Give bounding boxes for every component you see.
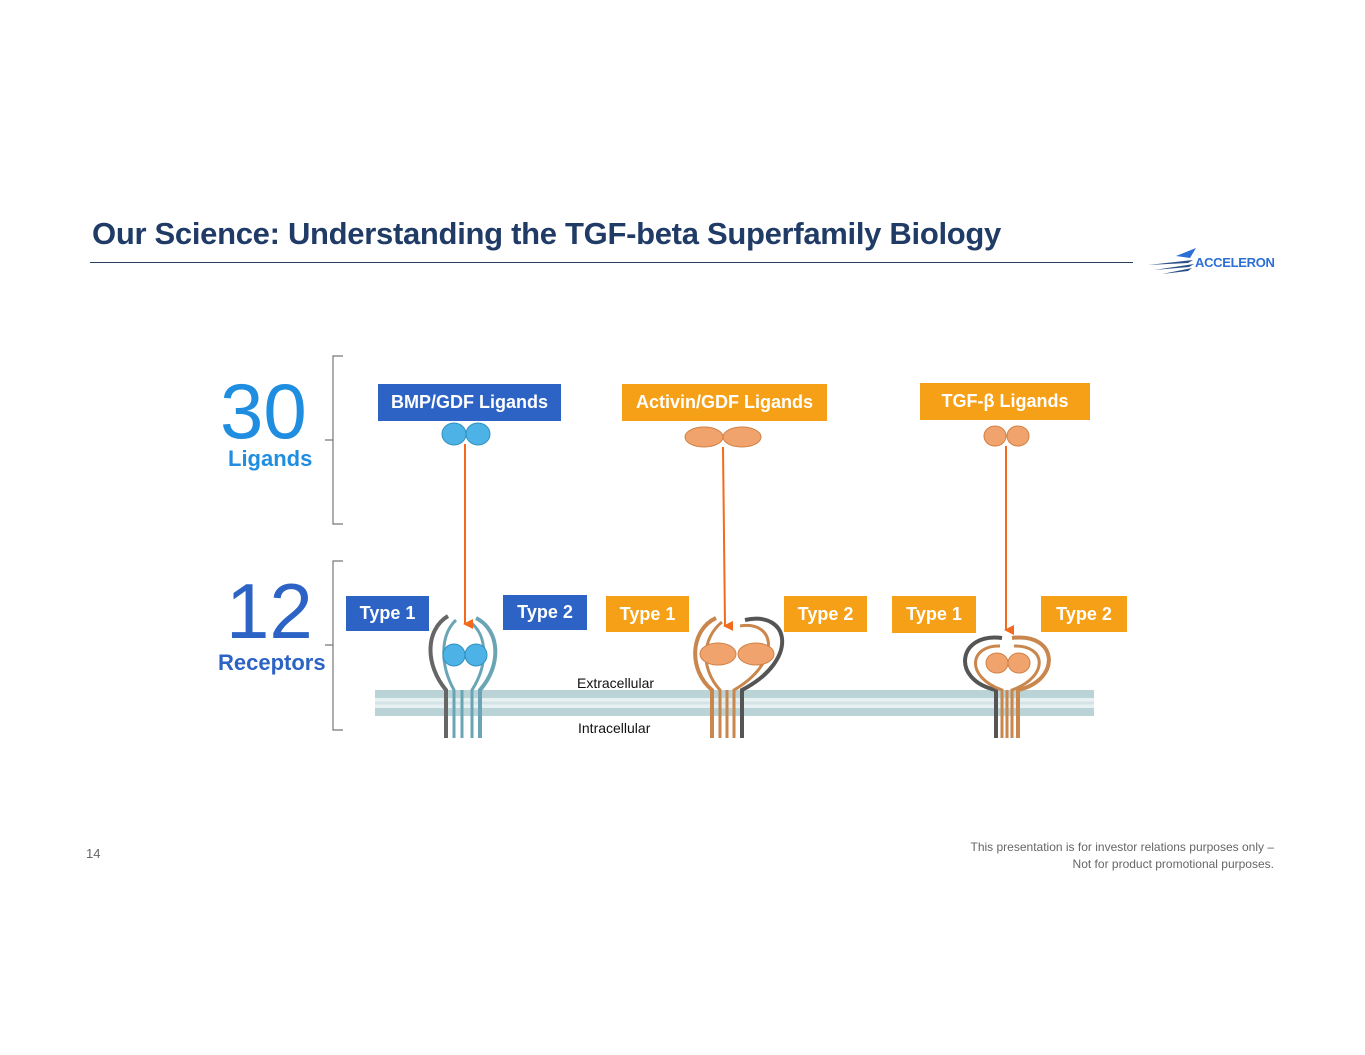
tgf-beta-receptor-complex [963,635,1051,738]
activin-receptor-complex [693,616,785,738]
disclaimer: This presentation is for investor relati… [971,839,1275,873]
receptor-count: 12 [226,567,313,655]
ligand-count-label: Ligands [228,446,313,471]
activin-type1-label: Type 1 [606,596,689,632]
activin-binding-arrow [722,446,734,631]
receptors-bracket [325,560,343,731]
bmp-type1-label: Type 1 [346,596,429,631]
extracellular-label: Extracellular [577,675,655,691]
ligand-count: 30 [220,367,307,455]
bmp-type2-label: Type 2 [503,595,587,630]
activin-gdf-ligands-label: Activin/GDF Ligands [622,384,827,421]
ligands-bracket [325,355,343,525]
tgf-beta-ligands-label: TGF-β Ligands [920,383,1090,420]
disclaimer-line-2: Not for product promotional purposes. [1072,857,1274,871]
title-divider [90,262,1133,263]
logo-text: ACCELERON [1195,255,1275,270]
tgf-beta-ligand [983,425,1030,447]
page-number: 14 [86,846,101,861]
tgf-beta-type2-label: Type 2 [1041,596,1127,632]
receptor-count-label: Receptors [218,650,326,675]
disclaimer-line-1: This presentation is for investor relati… [970,840,1275,854]
acceleron-logo-icon [1148,248,1196,274]
activin-type2-label: Type 2 [784,596,867,632]
bmp-ligand [441,422,491,446]
page-title: Our Science: Understanding the TGF-beta … [92,216,1001,251]
bmp-gdf-ligands-label: BMP/GDF Ligands [378,384,561,421]
bmp-receptor-complex [428,614,498,738]
intracellular-label: Intracellular [578,720,651,736]
activin-ligand [684,426,762,448]
tgf-beta-type1-label: Type 1 [892,596,976,633]
